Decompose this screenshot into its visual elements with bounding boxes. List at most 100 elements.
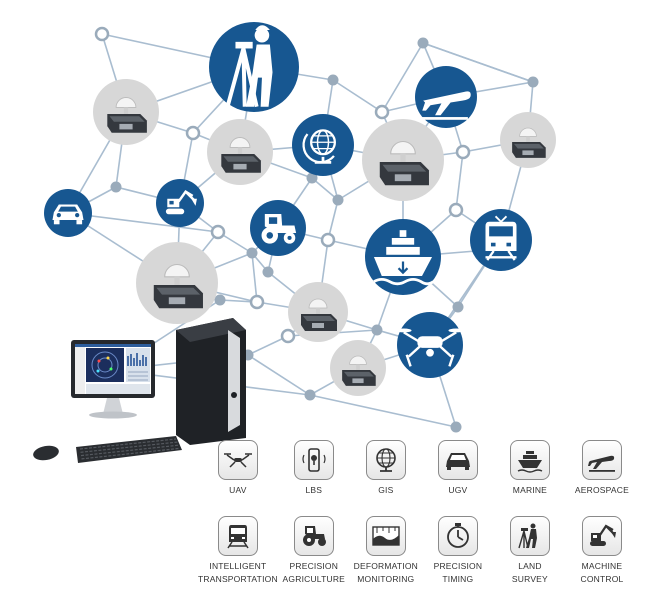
app-label-line2: AGRICULTURE <box>282 574 346 584</box>
gnss-receiver <box>330 340 386 396</box>
gnss-receiver <box>500 112 556 168</box>
network-node <box>455 144 471 160</box>
hub-excavator <box>156 179 204 227</box>
network-node <box>527 76 539 88</box>
aerospace-icon <box>581 440 622 480</box>
network-node <box>280 328 296 344</box>
app-label-line2: TRANSPORTATION <box>198 574 278 584</box>
network-node <box>304 389 316 401</box>
hub-drone <box>394 312 466 378</box>
app-label-line1: PRECISION <box>289 561 339 571</box>
app-label-line1: INTELLIGENT <box>209 561 267 571</box>
app-label: INTELLIGENT TRANSPORTATION <box>198 560 278 586</box>
app-item-marine: MARINE <box>494 440 566 510</box>
lbs-icon <box>293 440 334 480</box>
app-label-line2: MONITORING <box>357 574 415 584</box>
gnss-receiver <box>207 119 273 185</box>
ugv-icon <box>437 440 478 480</box>
gnss-receiver <box>288 282 348 342</box>
keyboard <box>76 436 182 463</box>
network-node <box>332 194 344 206</box>
app-item-machine-control: MACHINE CONTROL <box>566 516 638 586</box>
hub-car <box>44 189 92 237</box>
network-link <box>455 151 464 211</box>
hub-airplane <box>415 66 477 128</box>
network-link <box>67 212 219 233</box>
gnss-receiver <box>93 79 159 145</box>
app-item-transportation: INTELLIGENT TRANSPORTATION <box>198 516 278 586</box>
pc-tower <box>176 318 246 445</box>
app-label: AEROSPACE <box>575 484 629 510</box>
app-label-line2: CONTROL <box>580 574 624 584</box>
network-node <box>306 172 318 184</box>
app-label-line1: AEROSPACE <box>574 485 629 495</box>
network-nodes <box>94 26 539 433</box>
gnss-receiver <box>362 119 444 201</box>
app-item-gis: GIS <box>350 440 422 510</box>
network-node <box>320 232 336 248</box>
app-label-line1: UAV <box>229 485 247 495</box>
app-label: PRECISION TIMING <box>434 560 483 586</box>
app-label: PRECISION AGRICULTURE <box>283 560 346 586</box>
uav-icon <box>217 440 258 480</box>
network-link <box>381 42 424 113</box>
app-label: MARINE <box>513 484 547 510</box>
app-label-line1: GIS <box>378 485 394 495</box>
network-node <box>417 37 429 49</box>
survey-icon <box>509 516 550 556</box>
agriculture-icon <box>293 516 334 556</box>
hub-surveyor <box>209 22 299 112</box>
network-link <box>251 252 258 303</box>
computer-workstation <box>33 318 246 463</box>
network-node <box>262 266 274 278</box>
network-node <box>185 125 201 141</box>
network-node <box>371 324 383 336</box>
app-label: MACHINE CONTROL <box>580 560 623 586</box>
marine-icon <box>509 440 550 480</box>
app-label-line1: MARINE <box>512 485 548 495</box>
gis-icon <box>365 440 406 480</box>
network-link <box>311 177 339 201</box>
application-hubs <box>44 22 532 378</box>
mouse <box>33 445 59 461</box>
hub-tractor <box>250 200 306 256</box>
application-grid: UAV LBS GIS UGV MARINE AEROSPACE INTELLIGENT TR… <box>198 440 638 586</box>
network-node <box>110 181 122 193</box>
network-node <box>249 294 265 310</box>
app-label: LBS <box>305 484 322 510</box>
app-label: UAV <box>229 484 246 510</box>
app-item-lbs: LBS <box>278 440 350 510</box>
app-label-line1: PRECISION <box>433 561 483 571</box>
app-label-line2: SURVEY <box>511 574 548 584</box>
app-label: UGV <box>448 484 467 510</box>
network-node <box>374 104 390 120</box>
deformation-icon <box>365 516 406 556</box>
app-item-aerospace: AEROSPACE <box>566 440 638 510</box>
app-label-line1: LAND <box>518 561 542 571</box>
app-label-line2: TIMING <box>442 574 474 584</box>
app-item-timing: PRECISION TIMING <box>422 516 494 586</box>
app-label: LAND SURVEY <box>512 560 548 586</box>
network-node <box>450 421 462 433</box>
network-link <box>422 42 534 83</box>
network-link <box>247 354 311 396</box>
network-node <box>210 224 226 240</box>
app-label-line1: MACHINE <box>581 561 623 571</box>
app-item-agriculture: PRECISION AGRICULTURE <box>278 516 350 586</box>
network-link <box>309 394 457 428</box>
monitor <box>70 339 156 420</box>
app-item-survey: LAND SURVEY <box>494 516 566 586</box>
network-node <box>246 247 258 259</box>
network-node <box>448 202 464 218</box>
app-label-line1: UGV <box>448 485 468 495</box>
network-node <box>214 294 226 306</box>
hub-train <box>470 209 532 271</box>
network-link <box>332 79 383 113</box>
transportation-icon <box>217 516 258 556</box>
network-node <box>452 301 464 313</box>
timing-icon <box>437 516 478 556</box>
